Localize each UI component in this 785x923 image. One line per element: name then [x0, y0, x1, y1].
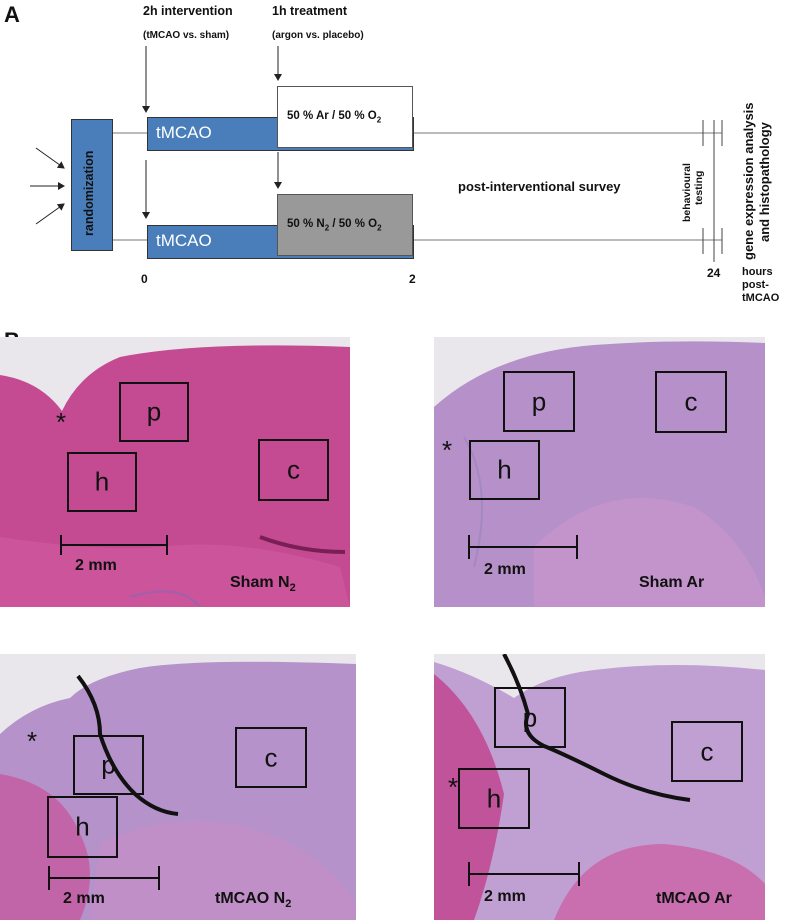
panel-label-tmcao-ar: tMCAO Ar — [656, 890, 732, 907]
scale-bar — [468, 535, 578, 559]
treatment-title: 1h treatment — [272, 4, 348, 18]
tick-0: 0 — [141, 272, 148, 286]
survey-label: post-interventional survey — [458, 179, 621, 194]
intervention-subtitle: (tMCAO vs. sham) — [143, 30, 230, 41]
region-c: c — [655, 371, 727, 433]
scale-bar — [60, 535, 168, 555]
histopathology-label: and histopathology — [757, 122, 772, 242]
placebo-gas-label: 50 % N2 / 50 % O2 — [287, 218, 382, 233]
argon-box — [277, 86, 413, 148]
randomization-box — [71, 119, 113, 251]
randomization-label: randomization — [82, 150, 96, 236]
micrograph-sham-ar: * p h c 2 mm Sham Ar — [434, 337, 765, 607]
asterisk-marker: * — [442, 435, 453, 465]
region-h: h — [47, 796, 118, 858]
scale-label: 2 mm — [75, 557, 117, 574]
gene-expression-label: gene expression analysis — [741, 102, 756, 260]
region-p: p — [73, 735, 144, 795]
region-p: p — [494, 687, 566, 748]
scale-label: 2 mm — [484, 888, 526, 905]
tmcao-label-bottom: tMCAO — [156, 231, 212, 250]
panel-label-tmcao-n2: tMCAO N2 — [215, 890, 292, 911]
asterisk-marker: * — [448, 772, 459, 802]
micrograph-tmcao-ar: * p h c 2 mm tMCAO Ar — [434, 654, 765, 920]
tmcao-label-top: tMCAO — [156, 123, 212, 142]
timeline-diagram — [30, 46, 723, 262]
region-p: p — [119, 382, 189, 442]
panel-label-sham-ar: Sham Ar — [639, 574, 705, 591]
region-h: h — [469, 440, 540, 500]
testing-label: testing — [693, 170, 705, 205]
behavioural-label: behavioural — [681, 163, 693, 222]
hours-unit: hours post- tMCAO — [742, 266, 780, 304]
argon-gas-label: 50 % Ar / 50 % O2 — [287, 110, 382, 125]
asterisk-marker: * — [27, 726, 38, 756]
placebo-box — [277, 194, 413, 256]
region-h: h — [458, 768, 530, 829]
region-c: c — [671, 721, 743, 782]
tick-2: 2 — [409, 272, 416, 286]
scale-bar — [48, 866, 160, 890]
treatment-subtitle: (argon vs. placebo) — [272, 30, 364, 41]
scale-label: 2 mm — [484, 561, 526, 578]
intervention-title: 2h intervention — [143, 4, 233, 18]
scale-bar — [468, 862, 580, 886]
micrograph-sham-n2: * p h c 2 mm Sham N2 — [0, 337, 350, 607]
panel-a-letter: A — [4, 2, 20, 27]
region-c: c — [235, 727, 307, 788]
region-p: p — [503, 371, 575, 432]
tick-24: 24 — [707, 266, 721, 280]
region-h: h — [67, 452, 137, 512]
panel-label-sham-n2: Sham N2 — [230, 574, 296, 595]
asterisk-marker: * — [56, 407, 67, 437]
micrograph-tmcao-n2: * p h c 2 mm tMCAO N2 — [0, 654, 356, 920]
region-c: c — [258, 439, 329, 501]
scale-label: 2 mm — [63, 890, 105, 907]
